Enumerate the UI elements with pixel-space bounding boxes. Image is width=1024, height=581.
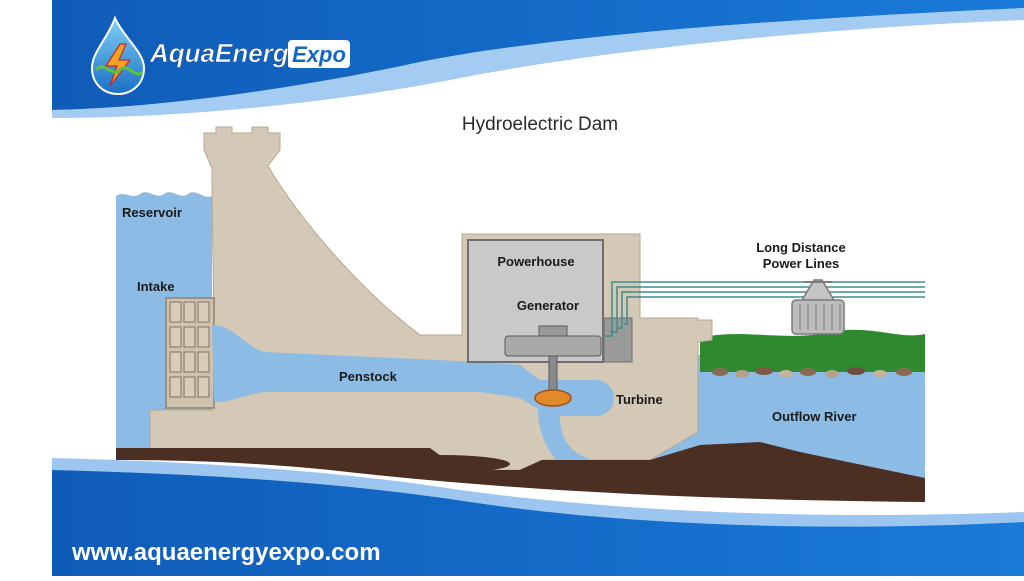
- transformer-box: [603, 317, 633, 363]
- brand-logo: AquaEnergy Expo: [90, 15, 350, 96]
- website-url: www.aquaenergyexpo.com: [71, 539, 381, 566]
- label-reservoir: Reservoir: [122, 205, 182, 220]
- brand-name-part2: Expo: [292, 42, 346, 67]
- transmission-tower-icon: [791, 279, 845, 335]
- grass-bank: [700, 329, 925, 372]
- ground: [116, 442, 925, 502]
- top-banner: [52, 0, 1024, 118]
- brand-name-part1: AquaEnergy: [149, 38, 305, 68]
- top-banner-shape: [52, 0, 1024, 110]
- turbine-wheel-icon: [534, 389, 572, 407]
- label-turbine: Turbine: [616, 392, 663, 407]
- label-penstock: Penstock: [339, 369, 398, 384]
- label-power-lines-line1: Long Distance: [756, 240, 846, 255]
- hydroelectric-diagram: Hydroelectric Dam: [116, 114, 925, 502]
- label-powerhouse: Powerhouse: [497, 254, 574, 269]
- label-intake: Intake: [137, 279, 175, 294]
- bottom-banner: www.aquaenergyexpo.com: [52, 458, 1024, 576]
- label-power-lines-line2: Power Lines: [763, 256, 840, 271]
- penstock-pipe: [212, 325, 540, 410]
- lightning-bolt-icon: [104, 43, 132, 87]
- brand-name-badge: [288, 40, 350, 68]
- label-outflow-river: Outflow River: [772, 409, 857, 424]
- intake-grate: [165, 297, 215, 409]
- river-rocks: [712, 367, 912, 378]
- bottom-banner-shape: [52, 470, 1024, 576]
- power-lines: [603, 281, 925, 337]
- ground-mound: [370, 455, 510, 473]
- top-banner-highlight: [52, 8, 1024, 118]
- label-generator: Generator: [517, 298, 579, 313]
- diagram-title: Hydroelectric Dam: [462, 114, 618, 135]
- wave-leaf-icon: [94, 65, 144, 76]
